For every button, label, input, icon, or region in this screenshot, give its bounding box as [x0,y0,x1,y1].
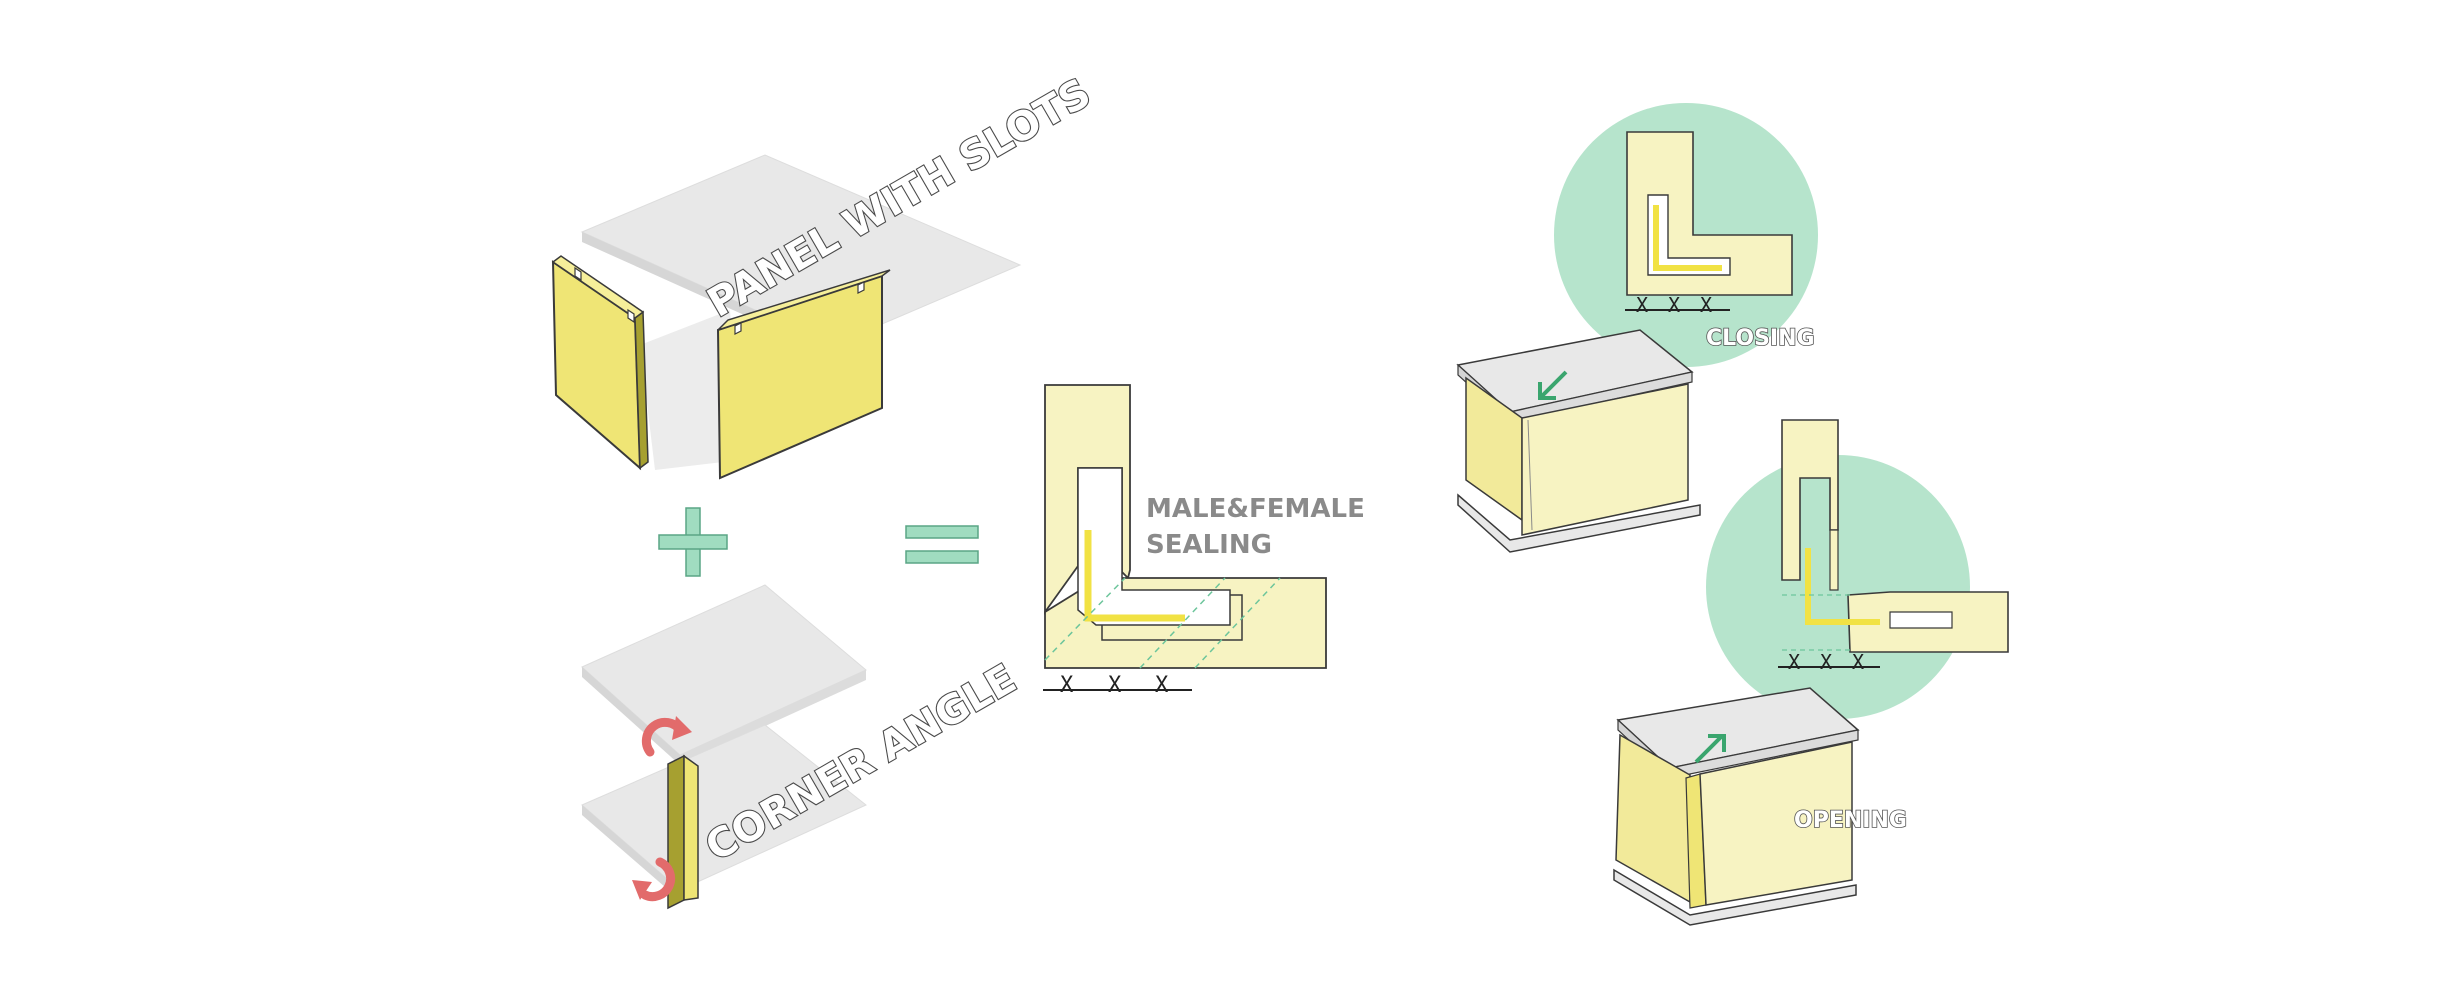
panel-with-slots-illustration: PANEL WITH SLOTS [551,69,1100,480]
corner-angle-illustration: CORNER ANGLE [581,584,1025,910]
gray-board-top [581,584,867,756]
dimension-x-mark: X [1788,650,1800,674]
direction-arrow-icon [1694,734,1726,764]
male-female-section-detail: X X X MALE&FEMALE SEALING [1043,384,1365,698]
dimension-x-mark: X [1820,650,1832,674]
dimension-x-mark: X [1155,673,1169,698]
opening-illustration: X X X OPENING [1613,419,2009,926]
dimension-x-mark: X [1668,293,1680,317]
plus-sign [658,507,728,577]
male-female-label-line1: MALE&FEMALE [1146,494,1365,524]
male-female-label-line2: SEALING [1146,530,1272,560]
seal-line [1805,548,1880,625]
opening-box [1613,687,1860,926]
opening-label: OPENING [1794,808,1907,833]
closing-illustration: X X X CLOSING [1456,103,1818,553]
dimension-x-mark: X [1108,673,1122,698]
dimension-x-mark: X [1060,673,1074,698]
left-yellow-panel [551,255,649,471]
dimension-x-mark: X [1636,293,1648,317]
closed-box [1456,329,1701,553]
right-yellow-panel [716,269,891,480]
direction-arrow-icon [1538,370,1568,400]
seal-line [1084,530,1185,622]
closing-label: CLOSING [1706,326,1815,351]
seal-line [1653,205,1722,271]
rotate-arrow-icon [641,716,692,757]
equals-sign [905,525,979,564]
gray-board-front [640,310,740,470]
dimension-x-mark: X [1700,293,1712,317]
rotate-arrow-icon [632,857,676,902]
dimension-x-mark: X [1852,650,1864,674]
